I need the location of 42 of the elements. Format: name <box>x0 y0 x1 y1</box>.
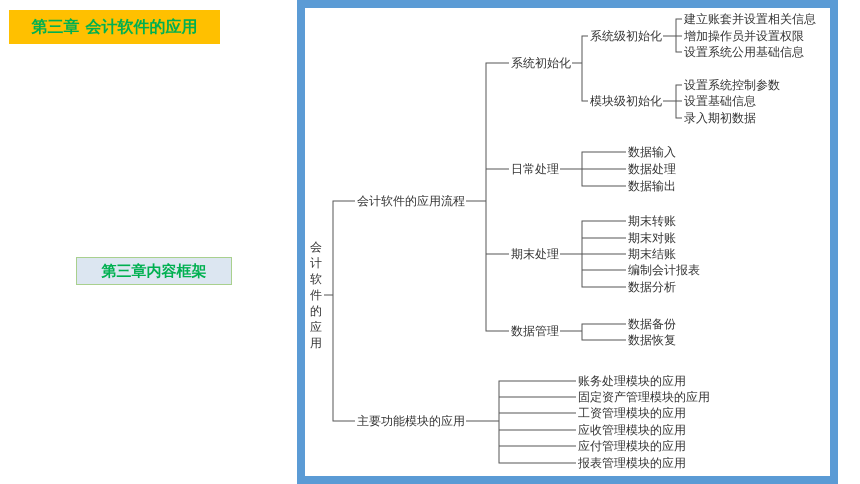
tree-item-label: 固定资产管理模块的应用 <box>578 389 710 405</box>
tree-item-label: 增加操作员并设置权限 <box>684 28 804 44</box>
tree-item-label: 期末结账 <box>628 246 676 262</box>
tree-item-label: 系统初始化 <box>511 55 571 71</box>
tree-item-label: 数据输出 <box>628 178 676 194</box>
bracket-connector <box>662 36 682 52</box>
tree-item-label: 录入期初数据 <box>684 110 756 126</box>
tree-item-label: 应收管理模块的应用 <box>578 422 686 438</box>
bracket-connector <box>560 254 626 288</box>
bracket-connector <box>560 168 626 186</box>
tree-item-label: 期末对账 <box>628 230 676 246</box>
tree-item-label: 数据恢复 <box>628 332 676 348</box>
tree-item-label: 应付管理模块的应用 <box>578 438 686 454</box>
section-heading-box: 第三章内容框架 <box>76 257 232 285</box>
tree-item-label: 主要功能模块的应用 <box>357 413 465 429</box>
tree-item-label: 日常处理 <box>511 161 559 177</box>
tree-item-label: 会计软件的应用流程 <box>357 193 465 209</box>
title-banner: 第三章 会计软件的应用 <box>9 10 220 44</box>
tree-root-label: 会计软件的应用 <box>310 239 323 351</box>
tree-item-label: 数据分析 <box>628 279 676 295</box>
tree-item-label: 模块级初始化 <box>590 93 662 109</box>
tree-item-label: 账务处理模块的应用 <box>578 373 686 389</box>
tree-item-label: 报表管理模块的应用 <box>578 455 686 471</box>
bracket-connector <box>466 420 576 464</box>
tree-item-label: 系统级初始化 <box>590 28 662 44</box>
tree-item-label: 工资管理模块的应用 <box>578 405 686 421</box>
tree-item-label: 设置基础信息 <box>684 93 756 109</box>
tree-item-label: 设置系统控制参数 <box>684 77 780 93</box>
tree-item-label: 数据管理 <box>511 323 559 339</box>
tree-item-label: 数据备份 <box>628 316 676 332</box>
bracket-connector <box>572 62 588 102</box>
bracket-connector <box>324 294 356 422</box>
tree-item-label: 建立账套并设置相关信息 <box>684 11 816 27</box>
tree-item-label: 期末转账 <box>628 213 676 229</box>
bracket-connector <box>466 200 510 332</box>
tree-item-label: 数据处理 <box>628 161 676 177</box>
bracket-connector <box>560 330 626 340</box>
tree-item-label: 数据输入 <box>628 144 676 160</box>
tree-item-label: 设置系统公用基础信息 <box>684 44 804 60</box>
tree-item-label: 编制会计报表 <box>628 262 700 278</box>
bracket-connector <box>662 100 682 118</box>
tree-item-label: 期末处理 <box>511 246 559 262</box>
